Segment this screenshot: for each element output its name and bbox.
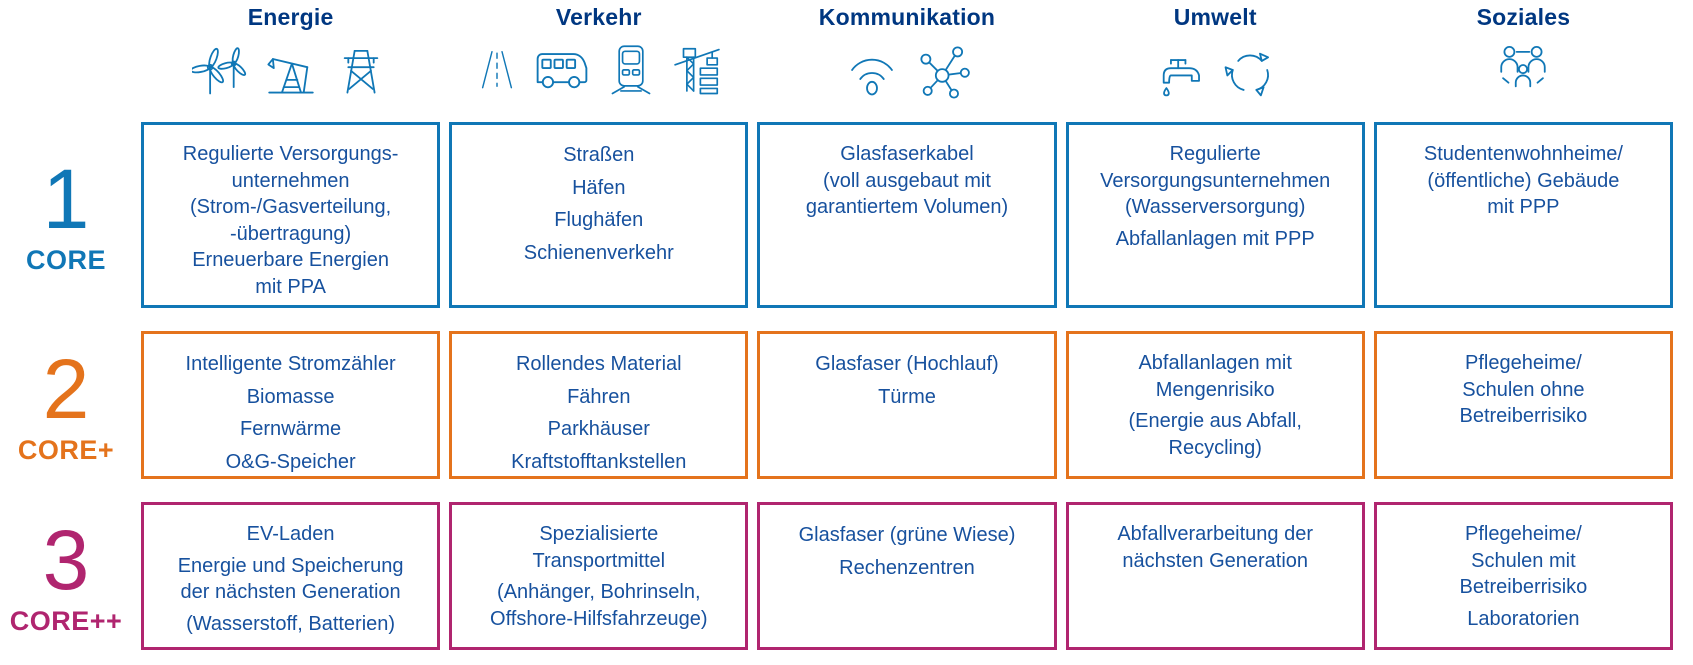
cell-core-plus-kommunikation: Glasfaser (Hochlauf)Türme	[757, 331, 1057, 479]
row-label-core: 1 CORE	[0, 122, 132, 308]
people-icon	[1500, 45, 1547, 88]
column-header-verkehr: Verkehr	[449, 2, 748, 99]
corner-spacer	[0, 2, 132, 99]
row-label-core-plus-plus: 3 CORE++	[0, 502, 132, 650]
water-tap-icon	[1162, 59, 1201, 97]
cell-core-plus-umwelt: Abfallanlagen mit Mengenrisiko(Energie a…	[1065, 331, 1365, 479]
verkehr-icon-row	[474, 39, 724, 99]
train-icon	[611, 45, 651, 95]
wind-turbine-icon	[191, 47, 246, 95]
kommunikation-icon-row	[841, 41, 973, 99]
column-header-umwelt: Umwelt	[1066, 2, 1365, 99]
column-title-verkehr: Verkehr	[555, 4, 642, 30]
network-icon	[920, 46, 970, 99]
column-header-energie: Energie	[141, 2, 440, 99]
cell-core-plus-soziales: Pflegeheime/ Schulen ohne Betreiberrisik…	[1373, 331, 1673, 479]
oil-pump-icon	[267, 58, 314, 94]
umwelt-icon-row	[1151, 41, 1279, 99]
row-tier-core-plus: CORE+	[17, 434, 115, 465]
soziales-icon-row	[1493, 41, 1553, 99]
row-number-core: 1	[42, 151, 90, 246]
row-tier-core: CORE	[25, 244, 106, 275]
column-title-soziales: Soziales	[1476, 4, 1571, 30]
row-number-core-plus: 2	[42, 341, 90, 436]
cell-core-plus-plus-kommunikation: Glasfaser (grüne Wiese)Rechenzentren	[757, 502, 1057, 650]
column-title-umwelt: Umwelt	[1173, 4, 1257, 30]
cell-core-plus-plus-verkehr: Spezialisierte Transportmittel(Anhänger,…	[449, 502, 749, 650]
row-label-core-plus: 2 CORE+	[0, 331, 132, 479]
bus-icon	[536, 53, 588, 89]
row-tier-core-plus-plus: CORE++	[9, 605, 123, 636]
power-tower-icon	[343, 49, 378, 94]
recycling-icon	[1224, 52, 1270, 97]
cell-core-kommunikation: Glasfaserkabel (voll ausgebaut mit garan…	[757, 122, 1057, 308]
cell-core-plus-plus-soziales: Pflegeheime/ Schulen mit Betreiberrisiko…	[1373, 502, 1673, 650]
road-icon	[481, 51, 512, 89]
cell-core-soziales: Studentenwohnheime/ (öffentliche) Gebäud…	[1373, 122, 1673, 308]
column-title-kommunikation: Kommunikation	[818, 4, 996, 30]
cell-core-energie: Regulierte Versorgungs- unternehmen (Str…	[141, 122, 441, 308]
column-header-kommunikation: Kommunikation	[757, 2, 1056, 99]
energie-icon-row	[191, 39, 390, 99]
cell-core-umwelt: Regulierte Versorgungsunternehmen (Wasse…	[1065, 122, 1365, 308]
row-number-core-plus-plus: 3	[42, 512, 90, 607]
column-header-soziales: Soziales	[1374, 2, 1673, 99]
wifi-icon	[851, 58, 893, 96]
crane-icon	[674, 47, 720, 95]
column-title-energie: Energie	[247, 4, 334, 30]
cell-core-plus-plus-umwelt: Abfallverarbeitung der nächsten Generati…	[1065, 502, 1365, 650]
